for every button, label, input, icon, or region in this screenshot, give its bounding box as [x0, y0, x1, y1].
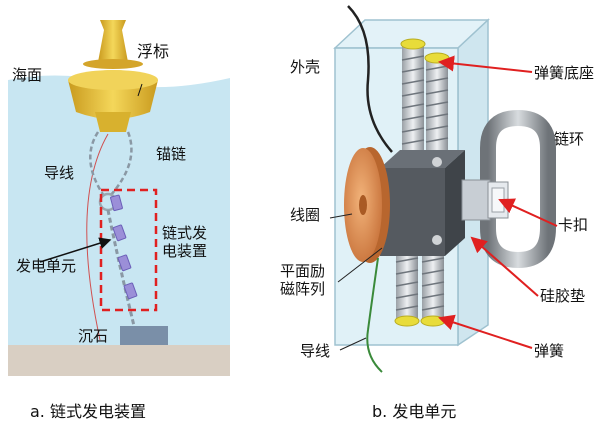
- anchor-chain: [89, 131, 133, 197]
- callout-arrows: [438, 55, 558, 349]
- label-chain-device: 链式发 电装置: [162, 224, 208, 260]
- springs-bottom: [394, 238, 446, 327]
- magnet-block: [380, 150, 465, 256]
- label-silicone-pad: 硅胶垫: [540, 287, 586, 305]
- label-buckle: 卡扣: [558, 216, 589, 234]
- label-chain-ring: 链环: [554, 130, 585, 148]
- panel-a: [8, 6, 230, 376]
- device-chain: [106, 209, 137, 331]
- coil-disc: [344, 147, 390, 263]
- sinker: [120, 326, 168, 345]
- label-housing: 外壳: [290, 58, 321, 76]
- chain-ring-b: [480, 109, 556, 269]
- buoy: [68, 20, 158, 132]
- label-spring-base: 弹簧底座: [534, 64, 595, 82]
- label-spring: 弹簧: [534, 342, 565, 360]
- buckle: [461, 179, 509, 221]
- label-anchor-chain: 锚链: [156, 145, 187, 163]
- label-guide-wire-a: 导线: [44, 164, 75, 182]
- label-buoy: 浮标: [137, 42, 170, 61]
- caption-b: b. 发电单元: [372, 402, 457, 421]
- seabed: [8, 345, 230, 376]
- springs-top: [400, 38, 450, 155]
- device-dashed-box: [99, 188, 158, 312]
- label-sinker: 沉石: [78, 327, 109, 345]
- label-coil: 线圈: [290, 206, 321, 224]
- sea-water: [8, 75, 230, 346]
- label-generator-unit: 发电单元: [16, 257, 77, 275]
- label-guide-wire-b: 导线: [300, 342, 331, 360]
- panel-b: [329, 5, 558, 373]
- leader-lines: [329, 213, 383, 351]
- buoy-leader: [137, 83, 143, 97]
- label-sea-surface: 海面: [12, 66, 43, 84]
- label-magnet-array: 平面励 磁阵列: [280, 262, 326, 298]
- caption-a: a. 链式发电装置: [30, 402, 146, 421]
- black-wire: [347, 5, 393, 153]
- generator-units-a: [110, 194, 138, 300]
- green-wire: [366, 257, 383, 373]
- guide-wire-a: [86, 133, 109, 341]
- generator-unit-arrow: [39, 237, 112, 263]
